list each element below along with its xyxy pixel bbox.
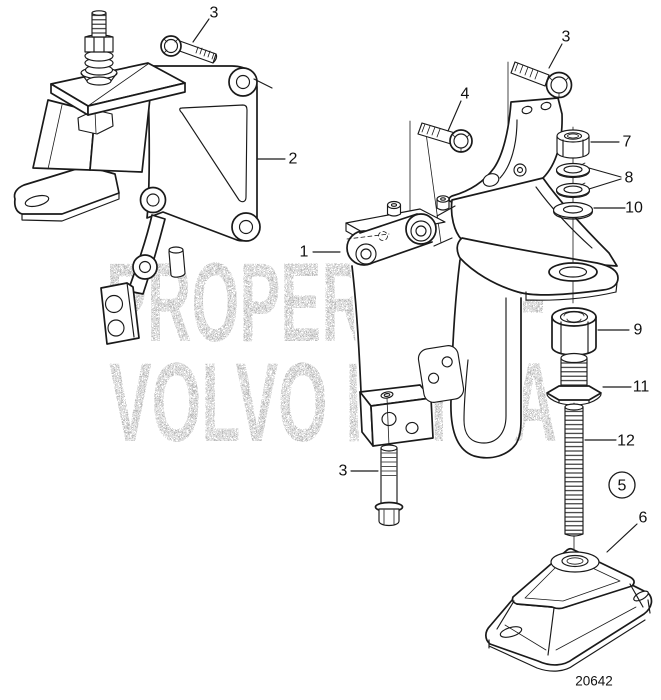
callout-3-bottom: 3 [339, 463, 379, 480]
left-flange-bolt-3 [160, 35, 218, 64]
threaded-stud-12 [564, 403, 584, 537]
callout-10: 10 [593, 200, 643, 217]
flange-bolt-3-bottom [374, 444, 404, 527]
svg-text:4: 4 [461, 86, 470, 103]
spring-washer-8 [555, 162, 591, 179]
flange-bolt-3-top-right [510, 61, 573, 99]
callout-3-top-right: 3 [548, 29, 571, 69]
callout-6: 6 [606, 510, 648, 553]
callout-8: 8 [588, 167, 634, 190]
callout-12: 12 [584, 433, 635, 450]
callout-9: 9 [597, 322, 643, 339]
svg-text:7: 7 [623, 134, 632, 151]
fastener-stack [546, 126, 602, 557]
sleeve-nut-9 [551, 307, 597, 356]
callout-3-top-left: 3 [192, 5, 219, 43]
svg-text:9: 9 [634, 322, 643, 339]
drawing-number: 20642 [575, 674, 613, 689]
callouts: 3 2 1 3 4 7 8 10 [192, 5, 650, 553]
left-engine-mount [13, 10, 186, 222]
svg-text:12: 12 [617, 433, 635, 450]
svg-text:1: 1 [300, 244, 309, 261]
flat-washer-10 [552, 201, 594, 220]
svg-text:10: 10 [625, 200, 643, 217]
link-boss [436, 195, 450, 211]
flange-bolt-4 [417, 122, 473, 153]
callout-7: 7 [590, 134, 632, 151]
left-bracket-part-2 [100, 65, 273, 345]
callout-11: 11 [602, 379, 650, 396]
svg-text:8: 8 [625, 170, 634, 187]
svg-text:3: 3 [210, 5, 219, 22]
callout-1: 1 [300, 244, 341, 261]
hex-nut-7 [556, 129, 590, 159]
svg-text:3: 3 [562, 29, 571, 46]
callout-4: 4 [447, 86, 470, 132]
bracket-side-plate [417, 345, 465, 403]
svg-text:2: 2 [289, 151, 298, 168]
callout-5-circled: 5 [608, 471, 636, 499]
threaded-adapter-11 [546, 352, 602, 406]
link-boss [386, 200, 402, 217]
engine-mount-foot-6 [485, 547, 653, 672]
svg-text:3: 3 [339, 463, 348, 480]
svg-text:6: 6 [639, 510, 648, 527]
spring-washer-8 [555, 182, 591, 199]
svg-text:11: 11 [633, 379, 650, 396]
callout-2: 2 [257, 151, 298, 168]
bracket-lower-block [359, 384, 434, 447]
svg-text:5: 5 [618, 478, 627, 495]
mount-stud [80, 10, 118, 86]
right-bracket-part-1 [345, 61, 619, 459]
